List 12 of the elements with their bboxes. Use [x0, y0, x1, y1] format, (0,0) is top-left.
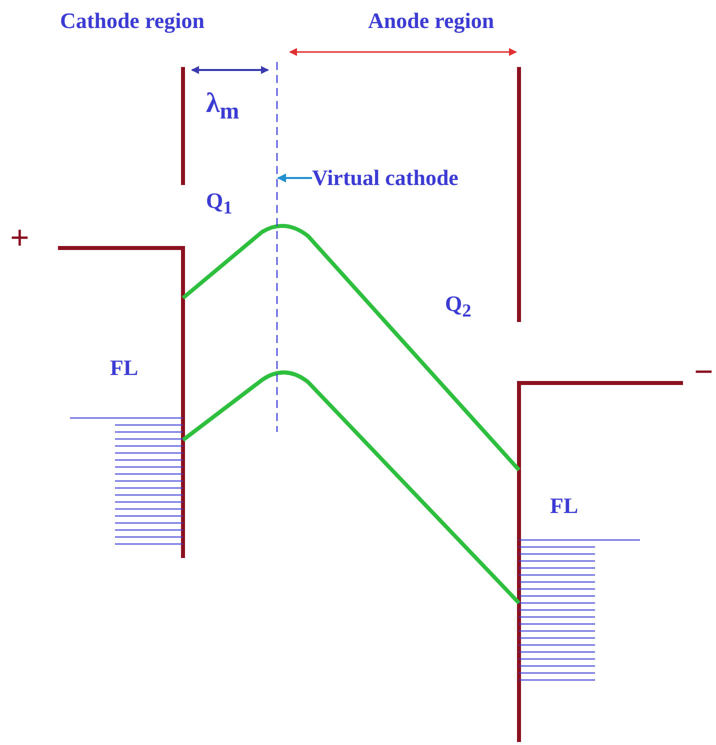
virtual-cathode-line	[276, 62, 278, 432]
region-label: Anode region	[368, 10, 494, 32]
plus-sign: +	[10, 222, 30, 256]
charge-label: Q$_{2}$	[445, 293, 472, 320]
fermi-level-label: FL	[110, 357, 138, 379]
fermi-level-label: FL	[550, 495, 578, 517]
charge-label: Q$_{1}$	[206, 190, 232, 217]
leader-line	[277, 174, 312, 182]
minus-sign: −	[694, 356, 714, 390]
region-label: Cathode region	[60, 10, 204, 32]
mean-free-path-label: λ$_{m}$	[206, 90, 240, 124]
annotation-label: Virtual cathode	[312, 167, 458, 189]
